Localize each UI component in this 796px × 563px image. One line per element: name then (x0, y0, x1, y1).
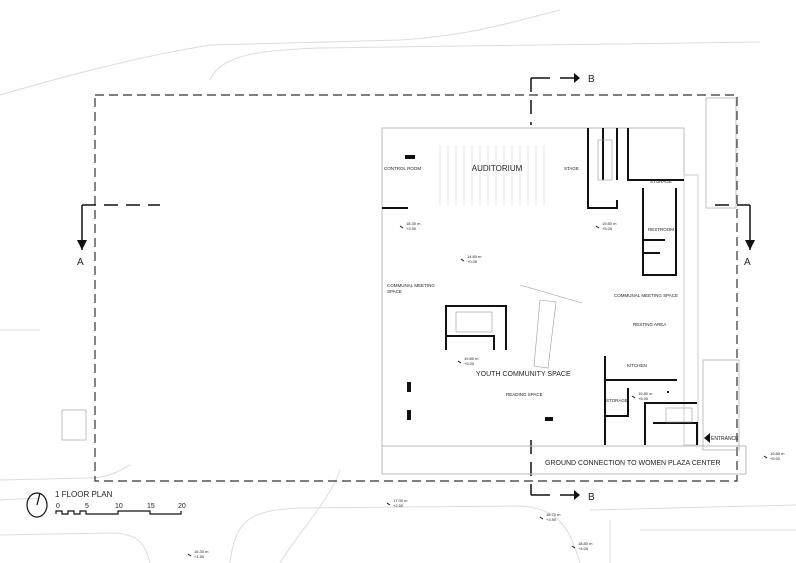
level-relative: +5.00 (602, 226, 613, 231)
level-marker: 18.80 m+4.00 (571, 541, 593, 551)
label-kitchen: KITCHEN (627, 363, 647, 368)
label-control-room: CONTROL ROOM (384, 166, 421, 171)
level-relative: +4.00 (578, 546, 589, 551)
level-marker: 17.30 m+2.50 (386, 498, 408, 508)
label-restroom: RESTROOM (648, 227, 674, 232)
level-marker-icon (539, 516, 544, 520)
section-b-label-bottom: B (588, 492, 595, 503)
level-marker-icon (595, 225, 600, 229)
scale-tick-10: 10 (115, 503, 123, 510)
upper-floor-outline (94, 94, 738, 482)
north-arrow-needle (36, 492, 41, 506)
label-entrance: ENTRANCE (711, 436, 739, 442)
level-relative: +1.50 (194, 554, 205, 559)
level-marker-icon (763, 455, 768, 459)
label-storage-bottom: STORAGE (606, 398, 628, 403)
label-youth-community-space: YOUTH COMMUNITY SPACE (476, 371, 571, 378)
level-marker-icon (457, 360, 462, 364)
room-labels: AUDITORIUM CONTROL ROOM STAGE STORAGE RE… (384, 164, 739, 467)
level-absolute: 19.80 m (638, 391, 653, 396)
label-stage: STAGE (564, 166, 579, 171)
level-marker-icon (399, 225, 404, 229)
scale-tick-15: 15 (147, 503, 155, 510)
plan-title: 1 FLOOR PLAN (55, 490, 113, 499)
level-relative: +5.00 (464, 361, 475, 366)
level-absolute: 19.80 m (770, 451, 785, 456)
level-marker-icon (460, 258, 465, 262)
level-marker-icon (631, 395, 636, 399)
level-marker: 18.70 m+3.90 (539, 512, 561, 522)
entrance-arrow-icon (704, 433, 710, 443)
level-absolute: 18.30 m (406, 221, 421, 226)
level-relative: +5.00 (638, 396, 649, 401)
level-absolute: 18.70 m (546, 512, 561, 517)
section-line-b (530, 77, 574, 496)
section-b-arrows (574, 73, 580, 500)
level-marker: 19.80 m+5.00 (763, 451, 785, 461)
section-b-label-top: B (588, 74, 595, 85)
label-reading-space: READING SPACE (506, 392, 543, 397)
label-ground-connection: GROUND CONNECTION TO WOMEN PLAZA CENTER (545, 460, 721, 467)
seat-rows (439, 145, 545, 205)
column (407, 410, 411, 420)
section-a-label-left: A (77, 257, 84, 268)
label-communal-left-2: SPACE (387, 289, 402, 294)
label-communal-right: COMMUNAL MEETING SPACE (614, 293, 678, 298)
stairs (61, 97, 740, 451)
label-resting-area: RESTING AREA (633, 322, 666, 327)
walls (382, 128, 698, 445)
section-a-label-right: A (744, 257, 751, 268)
level-marker: 19.80 m+5.00 (457, 356, 479, 366)
level-absolute: 17.30 m (393, 498, 408, 503)
section-a-arrows (77, 240, 755, 250)
level-absolute: 18.80 m (578, 541, 593, 546)
label-auditorium: AUDITORIUM (472, 164, 523, 173)
level-relative: +3.90 (546, 517, 557, 522)
column (407, 382, 411, 392)
level-relative: +5.00 (770, 456, 781, 461)
level-absolute: 19.80 m (464, 356, 479, 361)
level-marker: 16.30 m+1.50 (187, 549, 209, 559)
level-marker-icon (571, 545, 576, 549)
level-absolute: 19.80 m (602, 221, 617, 226)
control-desk (405, 155, 415, 159)
level-relative: +2.50 (393, 503, 404, 508)
scale-bar (55, 510, 182, 515)
level-marker: 19.80 m+5.00 (595, 221, 617, 231)
scale-tick-5: 5 (85, 503, 89, 510)
north-arrow-icon (26, 492, 48, 518)
level-absolute: 14.80 m (467, 254, 482, 259)
level-relative: +0.00 (467, 259, 478, 264)
label-communal-left-1: COMMUNAL MEETING (387, 283, 435, 288)
level-absolute: 16.30 m (194, 549, 209, 554)
ground-connection-strip (381, 445, 747, 475)
right-wing-outline (683, 174, 699, 446)
site-context-lines (0, 9, 796, 563)
level-marker-icon (187, 553, 192, 557)
plan-title-block: 1 FLOOR PLAN 0 5 10 15 20 (26, 490, 186, 518)
level-relative: +3.50 (406, 226, 417, 231)
scale-tick-0: 0 (56, 503, 60, 510)
scale-tick-20: 20 (178, 503, 186, 510)
level-marker: 14.80 m+0.00 (460, 254, 482, 264)
level-marker-icon (386, 502, 391, 506)
level-marker: 19.80 m+5.00 (631, 391, 653, 401)
level-marker: 18.30 m+3.50 (399, 221, 421, 231)
column (545, 417, 553, 421)
label-storage-top: STORAGE (650, 179, 672, 184)
